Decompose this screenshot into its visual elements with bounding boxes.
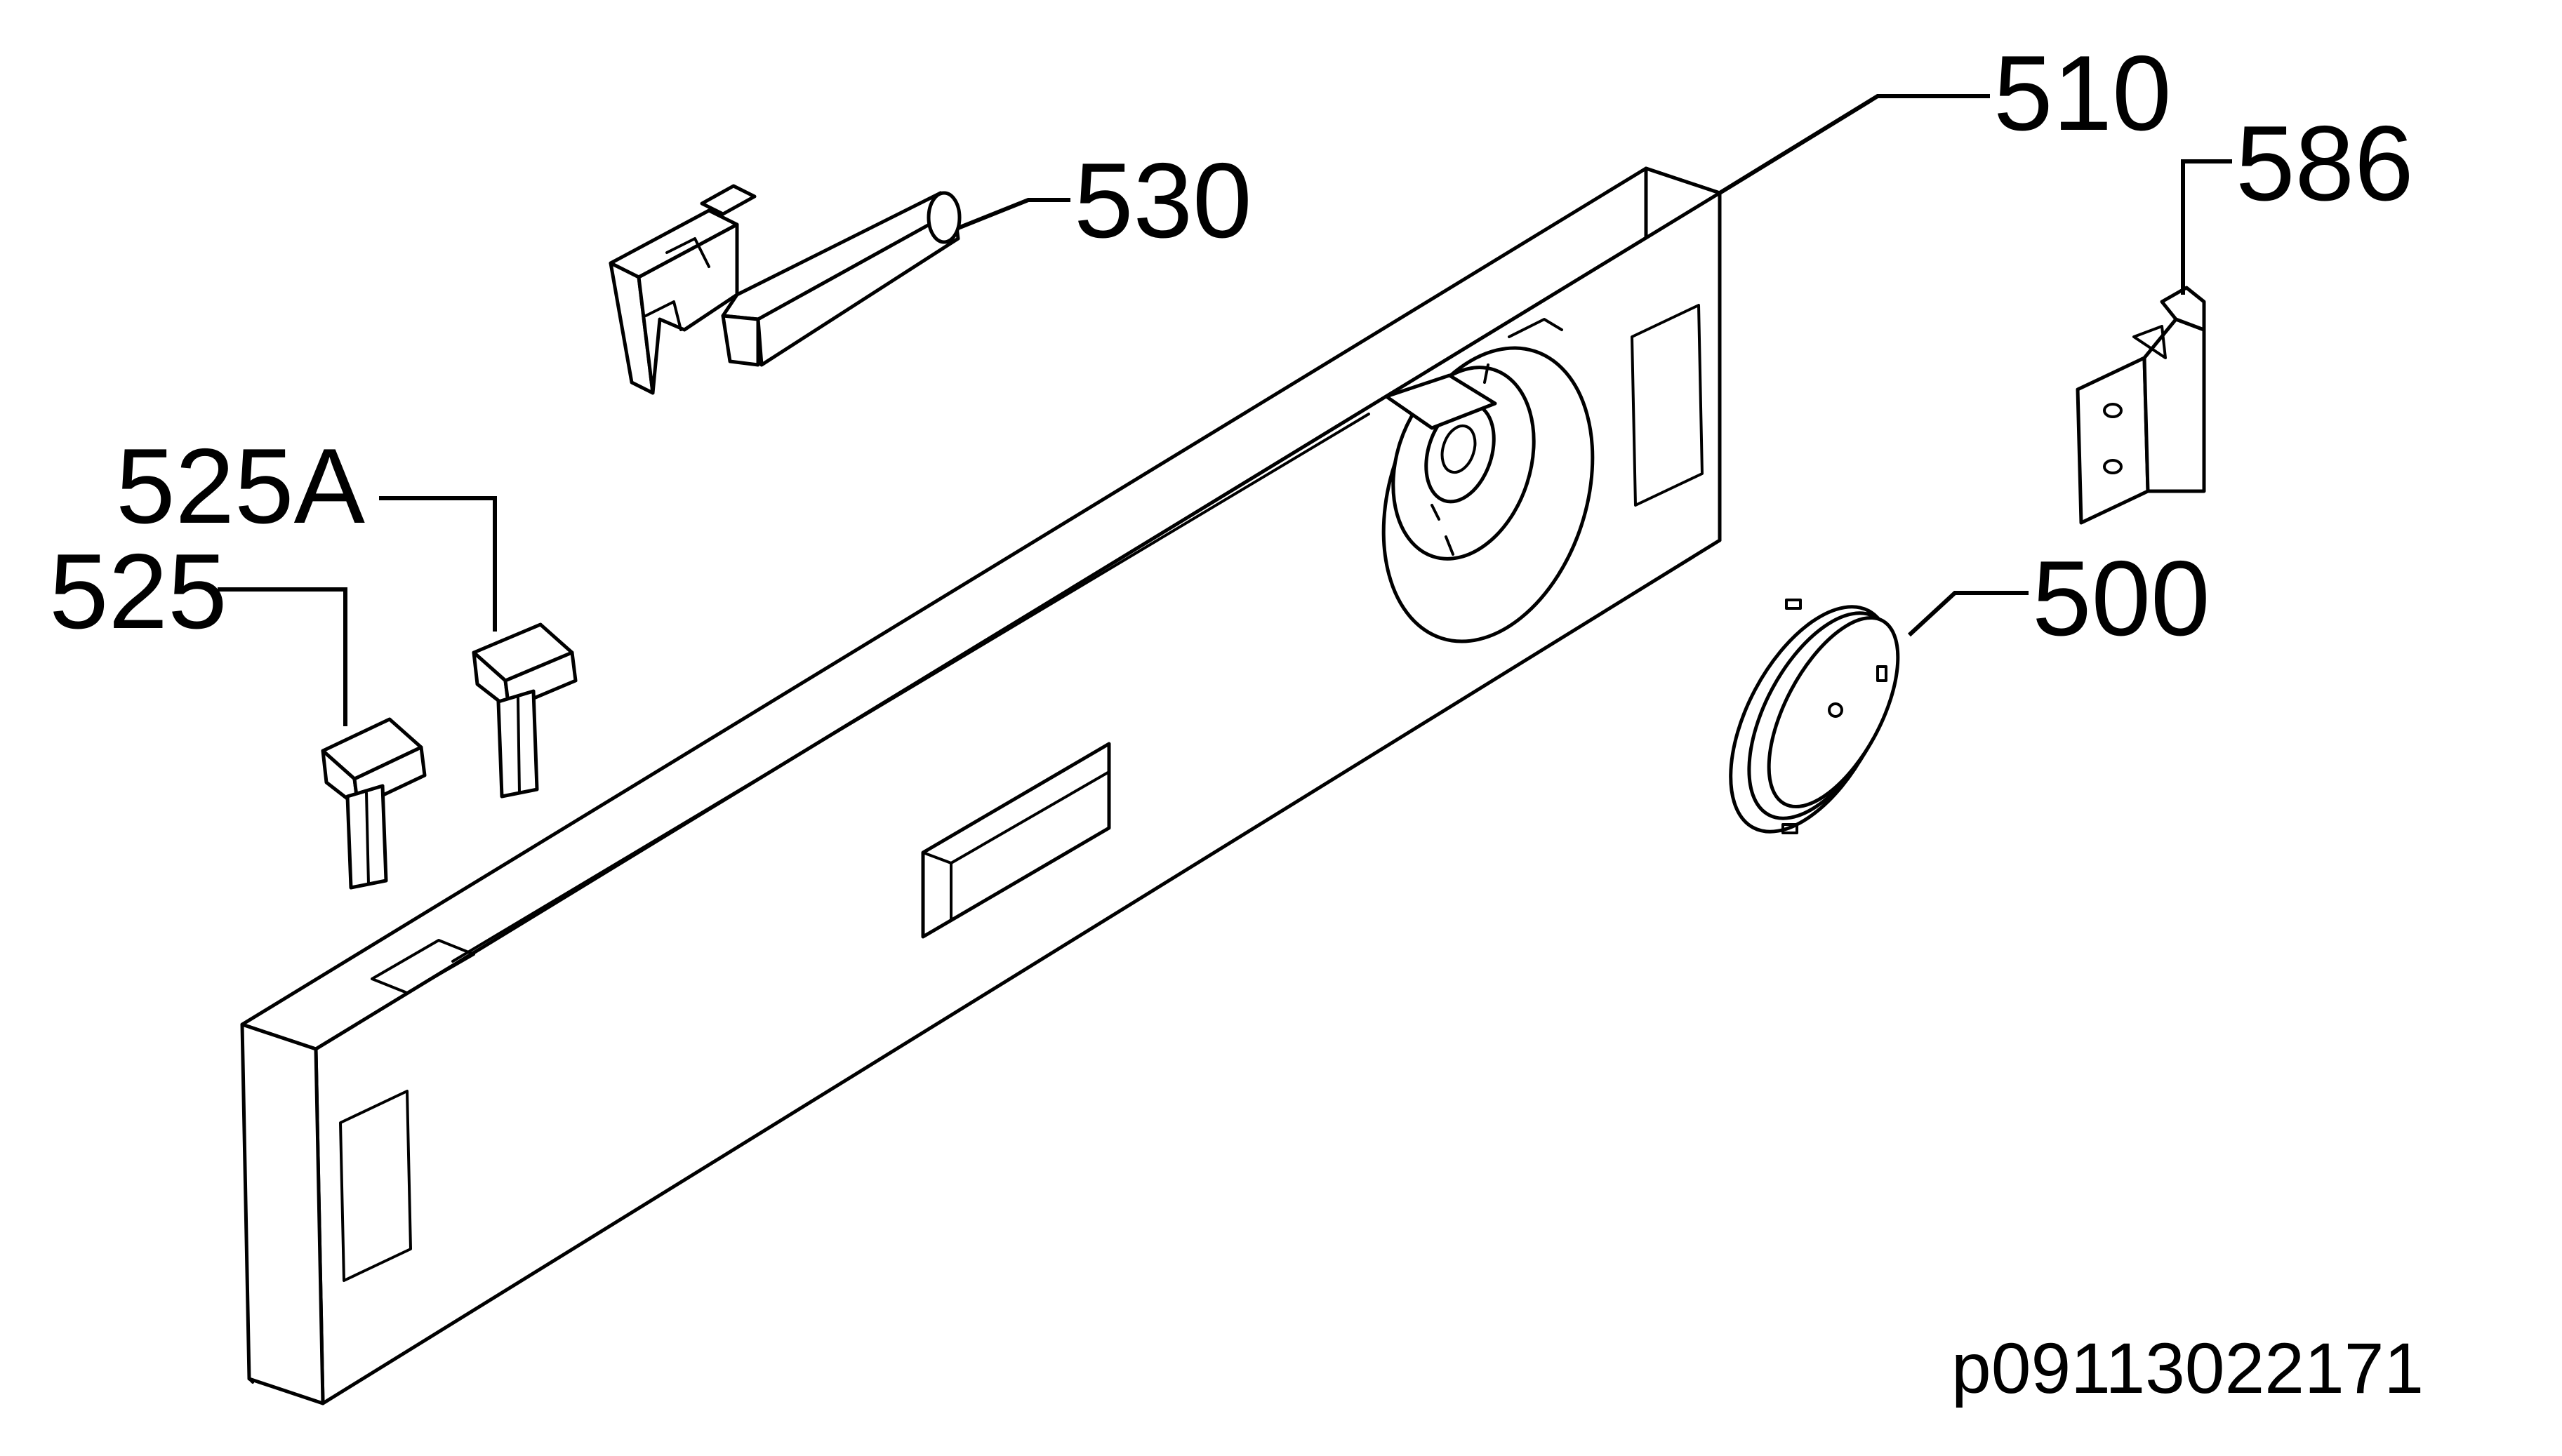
knob-boss: [1381, 318, 1595, 643]
part-530-handle: [609, 184, 962, 395]
label-510: 510: [1993, 34, 2172, 153]
leader-500: [1907, 591, 2029, 637]
leader-530: [957, 198, 1070, 230]
panel-side-window-left: [339, 1090, 412, 1282]
panel-side-window-right: [1631, 304, 1704, 507]
leader-525A: [379, 496, 497, 632]
control-panel: [240, 166, 1722, 1405]
part-586-bracket: [2076, 286, 2206, 525]
control-panel-left-face: [240, 1022, 325, 1405]
part-525-button: [321, 717, 427, 890]
drawing-reference-code: p09113022171: [1951, 1328, 2424, 1408]
panel-top-slot: [371, 939, 475, 994]
label-525: 525: [49, 532, 227, 651]
display-opening: [921, 742, 1111, 939]
part-525A-button: [472, 622, 578, 799]
leader-510: [1718, 94, 1990, 195]
leader-525: [218, 587, 347, 726]
control-panel-rear-edge: [248, 1377, 254, 1384]
panel-top-seam: [451, 413, 1370, 963]
leader-586: [2181, 159, 2232, 295]
label-525A: 525A: [116, 427, 366, 546]
label-500: 500: [2032, 539, 2210, 658]
label-530: 530: [1074, 141, 1252, 260]
label-586: 586: [2236, 104, 2414, 223]
part-500-knob-cap: [1729, 599, 1900, 834]
